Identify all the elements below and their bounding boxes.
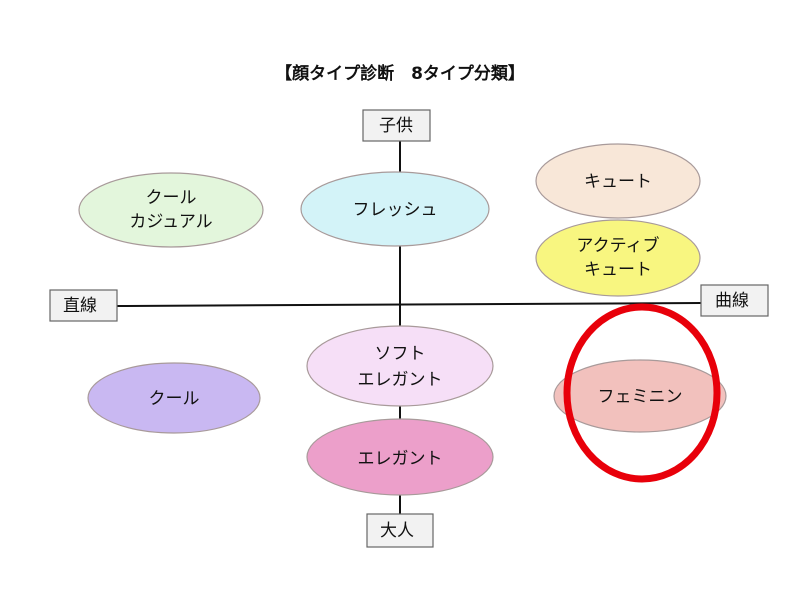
type-label: フレッシュ [353, 200, 438, 220]
horizontal-axis-line [116, 302, 702, 307]
type-label: フェミニン [598, 387, 683, 407]
type-cool: クール [87, 362, 261, 434]
type-label: アクティブ [576, 235, 659, 256]
type-cool-casual: クール カジュアル [78, 172, 264, 248]
type-feminine: フェミニン [553, 359, 727, 433]
type-label: エレガント [358, 370, 443, 390]
type-label: クール [146, 188, 197, 208]
type-label: キュート [584, 260, 652, 280]
highlight-circle [563, 303, 721, 483]
type-label: ソフト [375, 344, 426, 364]
axis-label-bottom-text: 大人 [380, 521, 414, 541]
type-label: クール [149, 389, 200, 409]
type-fresh: フレッシュ [300, 171, 490, 247]
type-label: エレガント [358, 449, 443, 469]
diagram-title: 【顔タイプ診断 8タイプ分類】 [275, 63, 525, 84]
axis-label-right: 曲線 [700, 284, 769, 317]
type-elegant: エレガント [306, 418, 494, 496]
axis-label-top-text: 子供 [379, 116, 413, 136]
axis-label-bottom: 大人 [366, 513, 434, 548]
axis-label-left: 直線 [49, 289, 118, 322]
axis-label-right-text: 曲線 [715, 291, 749, 311]
type-cute: キュート [535, 143, 701, 219]
axis-label-left-text: 直線 [63, 296, 97, 316]
type-label: カジュアル [129, 212, 212, 232]
type-soft-elegant: ソフト エレガント [306, 325, 494, 407]
axis-label-top: 子供 [362, 109, 431, 142]
type-active-cute: アクティブ キュート [535, 219, 701, 297]
type-label: キュート [584, 172, 652, 192]
